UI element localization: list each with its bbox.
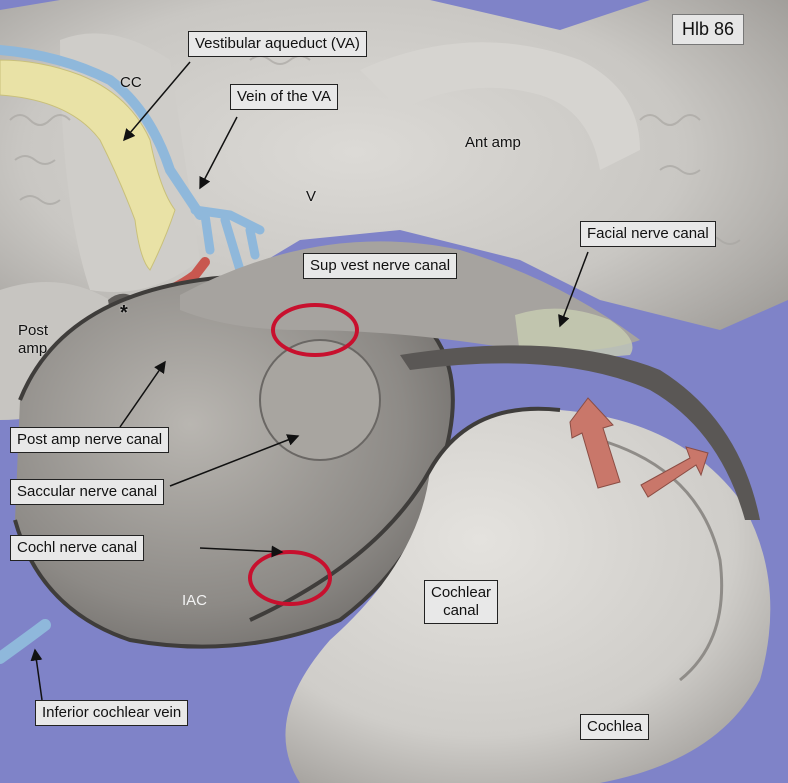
vestibular-aqueduct-structure <box>0 59 176 271</box>
cochlea-body <box>285 408 771 783</box>
label-post-amp-nerve-canal: Post amp nerve canal <box>10 427 170 453</box>
label-inferior-cochlear-vein: Inferior cochlear vein <box>35 700 189 726</box>
inferior-cochlear-vein-structure <box>0 619 51 664</box>
label-v: V <box>306 188 317 205</box>
label-cochlea: Cochlea <box>580 714 650 740</box>
label-ant-amp: Ant amp <box>465 134 521 151</box>
label-cochl-nerve-canal: Cochl nerve canal <box>10 535 145 561</box>
label-vein-of-va: Vein of the VA <box>230 84 338 110</box>
label-post-amp: Post amp <box>18 322 49 357</box>
facial-canal-tint <box>515 308 633 358</box>
anterior-canal-arch <box>360 42 640 170</box>
vein-branches <box>190 205 265 275</box>
label-vestibular-aqueduct: Vestibular aqueduct (VA) <box>188 31 367 57</box>
right-canal-band <box>400 345 760 520</box>
leader-lines <box>30 61 589 701</box>
direction-arrow-icon <box>569 397 621 489</box>
cochlear-turn <box>599 438 724 682</box>
highlight-ring-icon <box>271 303 359 357</box>
label-cochlear-canal: Cochlear canal <box>424 580 499 624</box>
vein-of-va-structure <box>0 45 205 220</box>
highlight-ring-icon <box>248 550 332 606</box>
specimen-id-tag: Hlb 86 <box>672 14 745 45</box>
label-iac: IAC <box>182 592 208 609</box>
label-cc: CC <box>120 74 142 91</box>
asterisk-marker: * <box>120 302 128 324</box>
label-facial-nerve-canal: Facial nerve canal <box>580 221 716 247</box>
direction-arrow-icon <box>640 446 709 498</box>
cochlear-canal-rim <box>249 406 561 622</box>
label-sup-vest-nerve-canal: Sup vest nerve canal <box>303 253 458 279</box>
saccular-recess <box>259 339 381 461</box>
label-saccular-nerve-canal: Saccular nerve canal <box>10 479 165 505</box>
